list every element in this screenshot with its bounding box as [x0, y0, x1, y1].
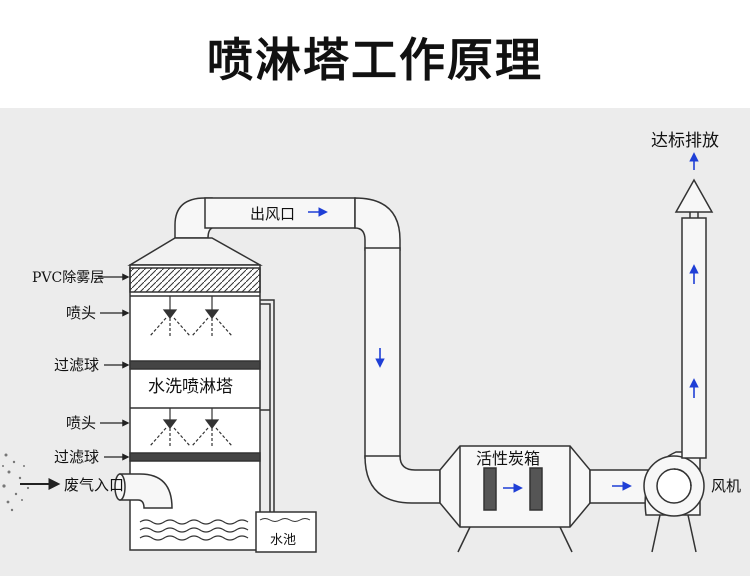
exhaust-stack [674, 178, 714, 459]
water-tank [255, 511, 317, 553]
fan-icon [643, 451, 705, 553]
fan-inlet-duct [589, 469, 649, 504]
discharge-label: 达标排放 [651, 131, 719, 151]
outlet-duct [174, 197, 441, 504]
waste-gas-inlet-label: 废气入口 [64, 476, 124, 494]
nozzle-bottom-label: 喷头 [66, 414, 96, 432]
nozzle-top-label: 喷头 [66, 304, 96, 322]
leader-lines [98, 273, 130, 461]
page-title: 喷淋塔工作原理 [207, 33, 543, 87]
activated-carbon-box-label: 活性炭箱 [476, 449, 540, 468]
water-tank-label: 水池 [270, 533, 296, 548]
flow-arrow-icon [308, 152, 699, 493]
tower-name-label: 水洗喷淋塔 [148, 377, 233, 397]
filter-ball-band-bottom [129, 452, 261, 462]
waste-gas-smoke [2, 453, 30, 512]
inlet-duct [114, 473, 173, 509]
filter-ball-top-label: 过滤球 [54, 356, 99, 374]
title-bar: 喷淋塔工作原理 [0, 0, 750, 108]
outlet-label: 出风口 [250, 205, 295, 223]
nozzle-icon [149, 296, 233, 338]
filter-ball-bottom-label: 过滤球 [54, 448, 99, 466]
pvc-demister-layer [129, 267, 261, 293]
nozzle-icon [149, 408, 233, 448]
recirculation-pipe [260, 299, 275, 520]
fan-label: 风机 [711, 477, 741, 495]
filter-ball-band-top [129, 360, 261, 370]
pvc-demister-label: PVC除雾层 [32, 270, 104, 286]
